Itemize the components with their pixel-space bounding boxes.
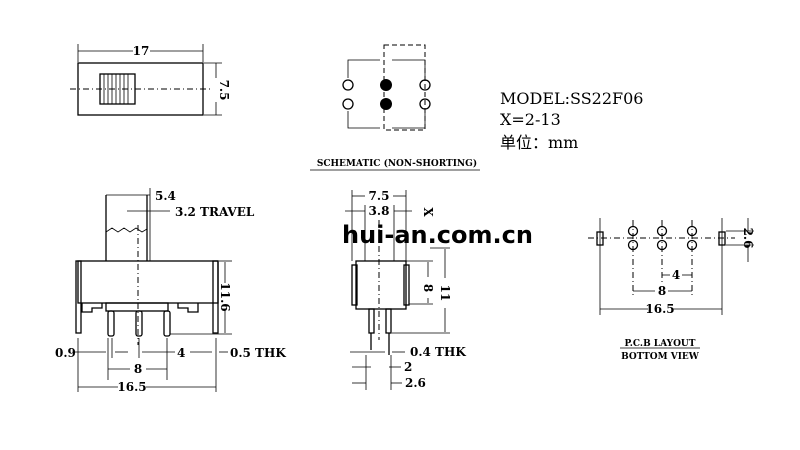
pcb-dim-total: 16.5 [645, 302, 674, 316]
dim-span: 8 [134, 362, 142, 376]
x-range: X=2-13 [500, 110, 561, 129]
pcb-subtitle: BOTTOM VIEW [621, 352, 700, 362]
pcb-dim-pitch: 4 [672, 268, 680, 282]
top-view [70, 44, 222, 116]
front-dim-8: 8 [421, 284, 435, 292]
front-dim-width: 7.5 [369, 189, 390, 203]
dim-pin-width: 0.9 [55, 346, 76, 360]
pcb-layout [588, 218, 754, 349]
schematic-label: SCHEMATIC (NON-SHORTING) [317, 158, 477, 169]
front-dim-thk: 0.4 THK [410, 345, 466, 359]
side-view [75, 188, 232, 392]
model-label: MODEL:SS22F06 [500, 89, 643, 108]
watermark: hui-an.com.cn [342, 221, 533, 249]
pcb-dim-row: 2.6 [741, 228, 755, 249]
dim-total: 16.5 [117, 380, 146, 394]
dim-height: 11.6 [218, 282, 232, 311]
dim-travel: 3.2 TRAVEL [175, 205, 255, 219]
dim-thk: 0.5 THK [230, 346, 286, 360]
front-dim-x: X [421, 207, 435, 217]
top-width-dim: 17 [133, 44, 150, 58]
front-dim-11: 11 [438, 285, 452, 302]
schematic [310, 44, 480, 171]
front-dim-2: 2 [404, 360, 412, 374]
unit-label: 单位：mm [500, 133, 578, 152]
pcb-title: P.C.B LAYOUT [625, 339, 696, 349]
top-height-dim: 7.5 [217, 80, 231, 101]
pcb-dim-span: 8 [658, 284, 666, 298]
dim-actuator: 5.4 [155, 189, 176, 203]
front-dim-inner: 3.8 [369, 204, 390, 218]
front-dim-26: 2.6 [405, 376, 426, 390]
dim-pitch: 4 [177, 346, 185, 360]
front-view [345, 190, 450, 390]
